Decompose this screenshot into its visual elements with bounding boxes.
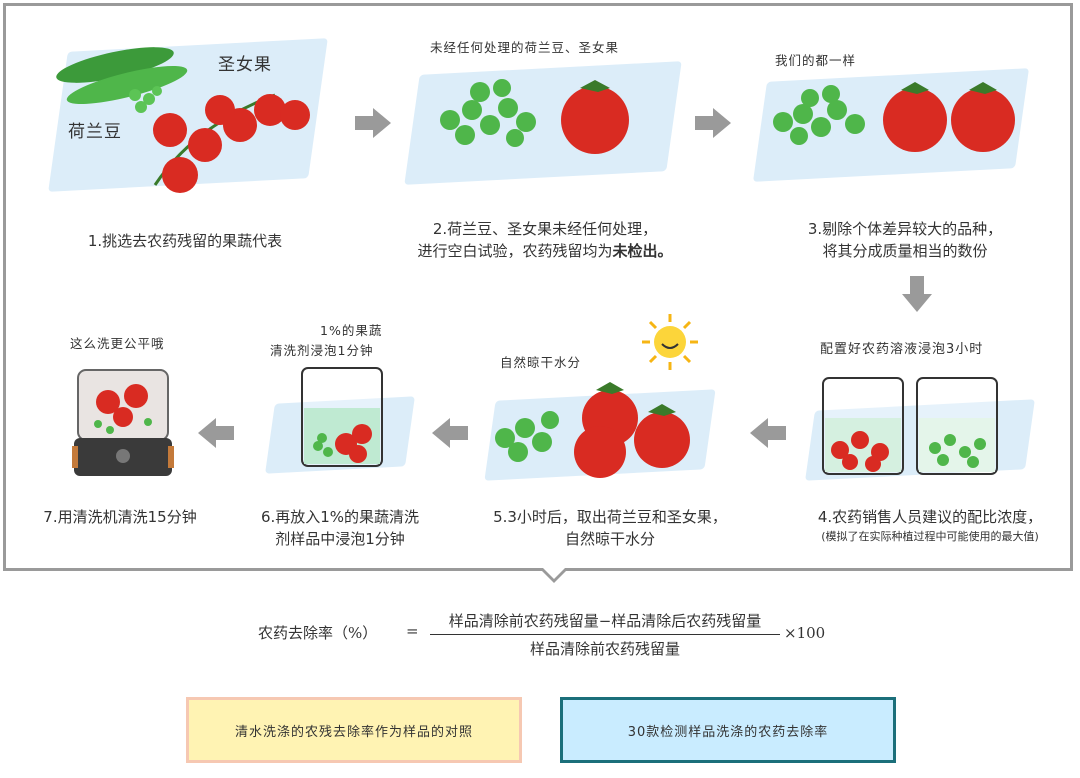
step6-hand-label-line2: 清洗剂浸泡1分钟	[270, 343, 374, 358]
arrow-down-icon	[902, 276, 932, 312]
removal-rate-formula: 农药去除率（%） = 样品清除前农药残留量−样品清除后农药残留量 样品清除前农药…	[258, 610, 858, 660]
step3-hand-label: 我们的都一样	[775, 53, 857, 68]
step5-illustration	[495, 382, 690, 478]
step2-illustration	[440, 79, 629, 154]
not-detected-emphasis: 未检出。	[612, 242, 673, 260]
step4-hand-label: 配置好农药溶液浸泡3小时	[820, 342, 984, 357]
step7-hand-label: 这么洗更公平哦	[70, 336, 165, 351]
step6-hand-label-line1: 1%的果蔬	[320, 323, 383, 338]
step6-caption: 6.再放入1%的果蔬清洗 剂样品中浸泡1分钟	[260, 508, 420, 548]
formula-numerator: 样品清除前农药残留量−样品清除后农药残留量	[448, 612, 762, 630]
step5-caption: 5.3小时后，取出荷兰豆和圣女果， 自然晾干水分	[493, 508, 727, 548]
step1-hand-label-tomato: 圣女果	[218, 55, 272, 75]
arrow-left-icon	[198, 418, 234, 448]
formula-equals: =	[406, 622, 419, 640]
step1-hand-label-pea: 荷兰豆	[68, 122, 122, 142]
arrow-left-icon	[750, 418, 786, 448]
sun-icon	[642, 314, 698, 370]
formula-denominator: 样品清除前农药残留量	[529, 640, 680, 658]
formula-lhs: 农药去除率（%）	[258, 624, 378, 642]
fraction-bar	[430, 634, 780, 635]
step4-caption: 4.农药销售人员建议的配比浓度， (模拟了在实际种植过程中可能使用的最大值)	[817, 508, 1043, 543]
step3-illustration	[773, 82, 1015, 152]
step6-beaker	[301, 367, 383, 467]
control-box: 清水洗涤的农残去除率作为样品的对照	[186, 697, 522, 763]
step2-hand-label: 未经任何处理的荷兰豆、圣女果	[430, 40, 620, 55]
step4-beakers	[822, 377, 998, 475]
step1-caption: 1.挑选去农药残留的果蔬代表	[87, 232, 283, 250]
sample-box: 30款检测样品洗涤的农药去除率	[560, 697, 896, 763]
formula-multiplier: ×100	[784, 624, 826, 642]
step3-caption: 3.剔除个体差异较大的品种， 将其分成质量相当的数份	[807, 220, 1003, 260]
step5-hand-label: 自然晾干水分	[500, 355, 582, 370]
arrow-right-icon	[695, 108, 731, 138]
washing-machine-illustration	[72, 369, 174, 476]
arrow-right-icon	[355, 108, 391, 138]
step2-caption: 2.荷兰豆、圣女果未经任何处理， 进行空白试验，农药残留均为未检出。	[417, 220, 673, 260]
arrow-left-icon	[432, 418, 468, 448]
step7-caption: 7.用清洗机清洗15分钟	[43, 508, 197, 526]
step1-illustration	[56, 47, 310, 193]
